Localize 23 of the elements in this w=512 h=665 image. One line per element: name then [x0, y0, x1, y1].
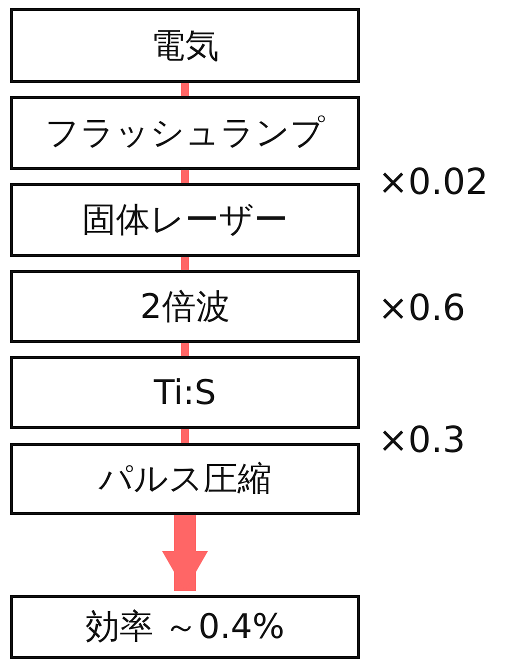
box-label: 電気: [151, 24, 219, 68]
connector-line: [181, 257, 189, 270]
process-box: [10, 183, 360, 257]
process-box: [10, 356, 360, 429]
box-label: 効率 ～0.4%: [85, 606, 285, 649]
connector-line: [181, 429, 189, 443]
box-label: 2倍波: [140, 286, 230, 328]
connector-line: [181, 83, 189, 96]
box-label: パルス圧縮: [98, 458, 272, 501]
factor-label: ×0.02: [378, 162, 488, 203]
box-label: Ti:S: [154, 372, 216, 412]
process-box: [10, 443, 360, 515]
arrow: [162, 515, 208, 591]
box-label: 固体レーザー: [82, 199, 288, 242]
connector-line: [181, 343, 189, 356]
connector-line: [181, 170, 189, 183]
process-box: [10, 270, 360, 343]
process-box: [10, 8, 360, 83]
result-box: [10, 595, 360, 659]
factor-label: ×0.6: [378, 288, 466, 329]
box-label: フラッシュランプ: [45, 112, 325, 155]
process-box: [10, 96, 360, 170]
factor-label: ×0.3: [378, 420, 466, 461]
